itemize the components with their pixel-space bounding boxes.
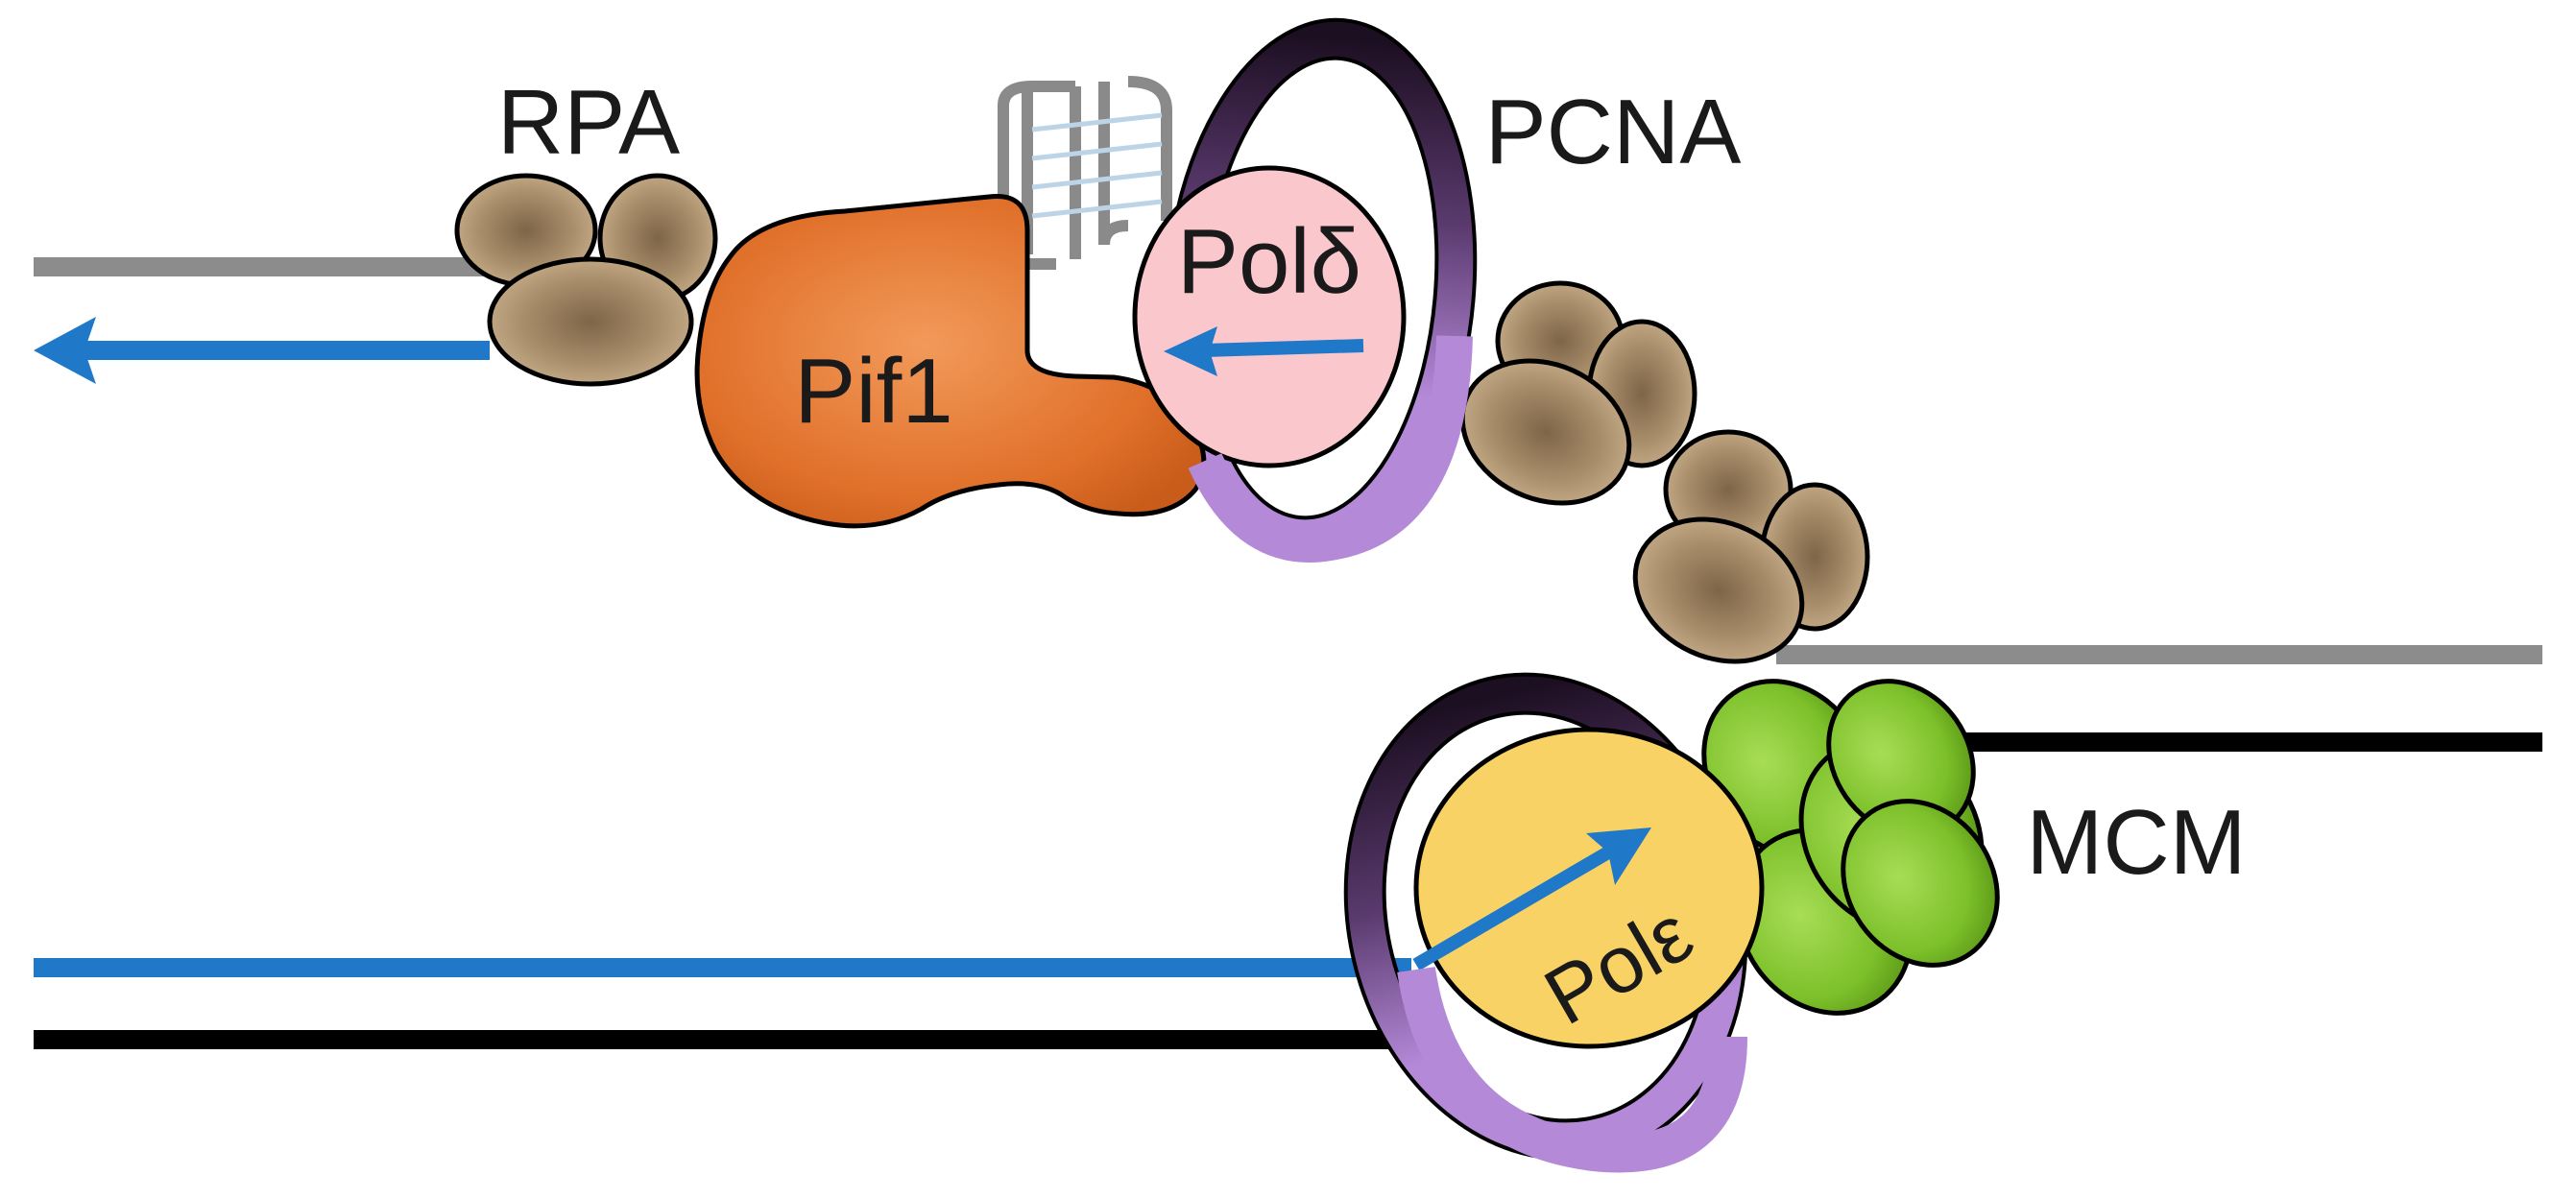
pol-delta-label: Polδ xyxy=(1177,210,1361,313)
rpa-cluster-icon xyxy=(1459,280,1870,664)
pcna-ring-epsilon-front xyxy=(1397,966,1747,1173)
rpa-left-icon xyxy=(454,173,718,387)
pol-epsilon-arrowhead-icon xyxy=(1586,827,1651,885)
mcm-label: MCM xyxy=(2026,791,2246,894)
mcm-helicase-icon xyxy=(1701,679,2000,1016)
pcna-ring-delta-front xyxy=(1188,335,1473,563)
pif1-label: Pif1 xyxy=(794,340,952,443)
pif1 xyxy=(694,193,1207,529)
pol-epsilon xyxy=(1413,727,1765,1049)
pol-delta xyxy=(1132,165,1407,468)
lagging-arrowhead-icon xyxy=(34,317,96,384)
pol-epsilon-arrow xyxy=(1412,843,1617,971)
g-quadruplex-planes xyxy=(1031,112,1163,219)
pol-delta-arrowhead-icon xyxy=(1164,326,1217,376)
pol-delta-arrow xyxy=(1204,339,1364,357)
pcna-label: PCNA xyxy=(1485,81,1742,183)
rpa-label: RPA xyxy=(497,71,680,174)
